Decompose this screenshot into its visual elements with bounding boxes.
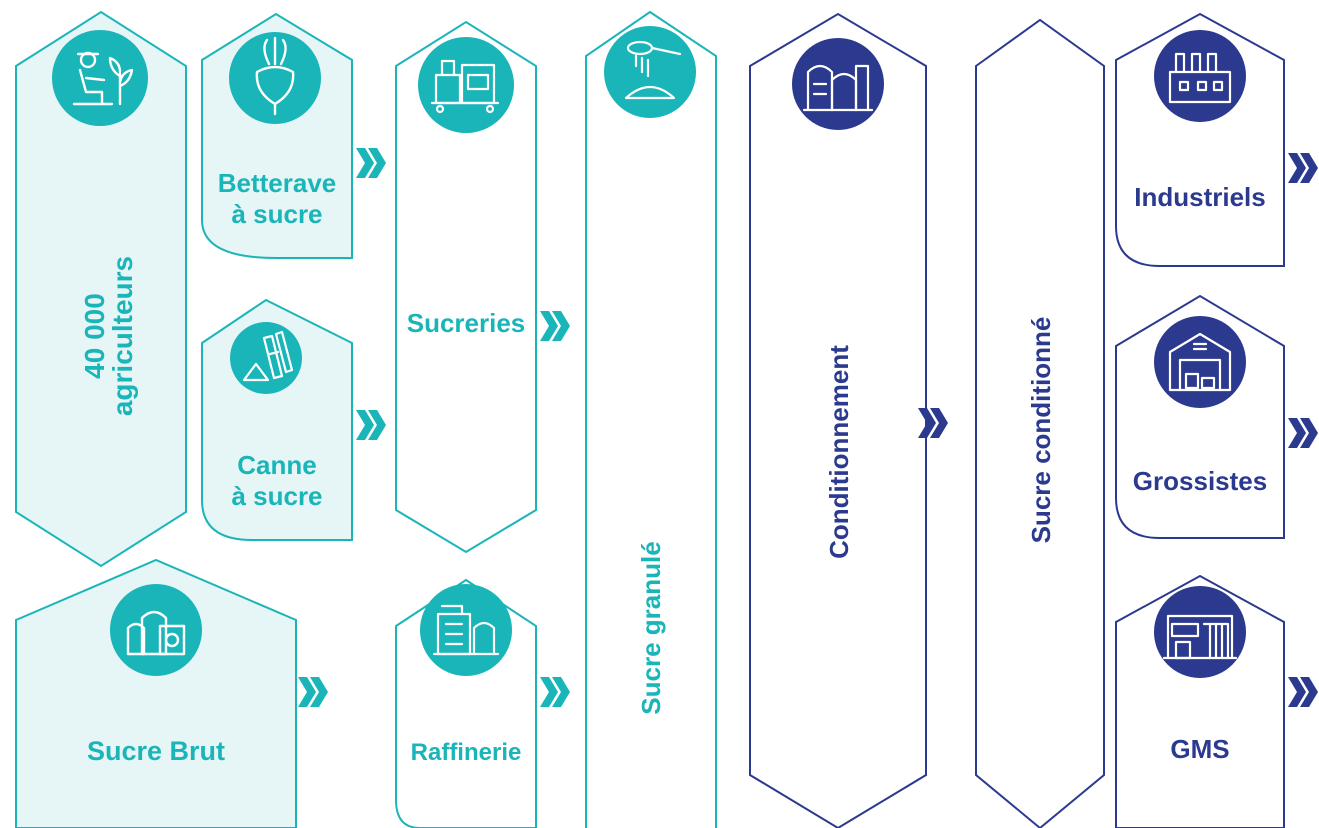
sucre-brut-node xyxy=(15,558,297,828)
grossistes-label: Grossistes xyxy=(1133,466,1267,496)
farmer-icon xyxy=(52,30,148,126)
flow-arrow-industriels xyxy=(1288,153,1318,183)
industriels-label: Industriels xyxy=(1134,182,1265,212)
flow-arrow-raffinerie xyxy=(540,677,570,707)
sucre-granule-node xyxy=(585,10,717,828)
agriculteurs-node xyxy=(15,10,187,568)
flow-arrow-gms xyxy=(1288,677,1318,707)
flow-arrow-sucre-brut xyxy=(298,677,328,707)
sucreries-label: Sucreries xyxy=(407,308,526,338)
flow-arrow-canne xyxy=(356,410,386,440)
conditionnement-node xyxy=(749,12,927,828)
warehouse-icon xyxy=(1154,316,1246,408)
factory-icon xyxy=(1154,30,1246,122)
betterave-line2-label: à sucre xyxy=(231,199,322,229)
refinery-icon xyxy=(420,584,512,676)
raffinerie-label: Raffinerie xyxy=(411,739,522,766)
sucre-conditionne-node xyxy=(975,18,1105,828)
sugarcane-icon xyxy=(230,322,302,394)
supermarket-icon xyxy=(1154,586,1246,678)
gms-label: GMS xyxy=(1170,734,1229,764)
flow-arrow-betterave xyxy=(356,148,386,178)
sugar-machine-icon xyxy=(418,37,514,133)
agriculteurs-line1-label: 40 000 xyxy=(79,293,110,379)
sucre-brut-label: Sucre Brut xyxy=(87,736,225,766)
agriculteurs-line2-label: agriculteurs xyxy=(107,256,138,416)
canne-line2-label: à sucre xyxy=(231,481,322,511)
sucreries-node xyxy=(395,20,537,554)
sugar-spoon-icon xyxy=(604,26,696,118)
flow-arrow-grossistes xyxy=(1288,418,1318,448)
sucre-granule-label: Sucre granulé xyxy=(636,541,666,714)
beet-icon xyxy=(229,32,321,124)
silos-icon xyxy=(792,38,884,130)
betterave-line1-label: Betterave xyxy=(218,168,337,198)
sugar-sacks-icon xyxy=(110,584,202,676)
sucre-conditionne-label: Sucre conditionné xyxy=(1026,317,1056,544)
canne-line1-label: Canne xyxy=(237,450,316,480)
flow-arrow-sucreries xyxy=(540,311,570,341)
conditionnement-label: Conditionnement xyxy=(824,345,854,559)
